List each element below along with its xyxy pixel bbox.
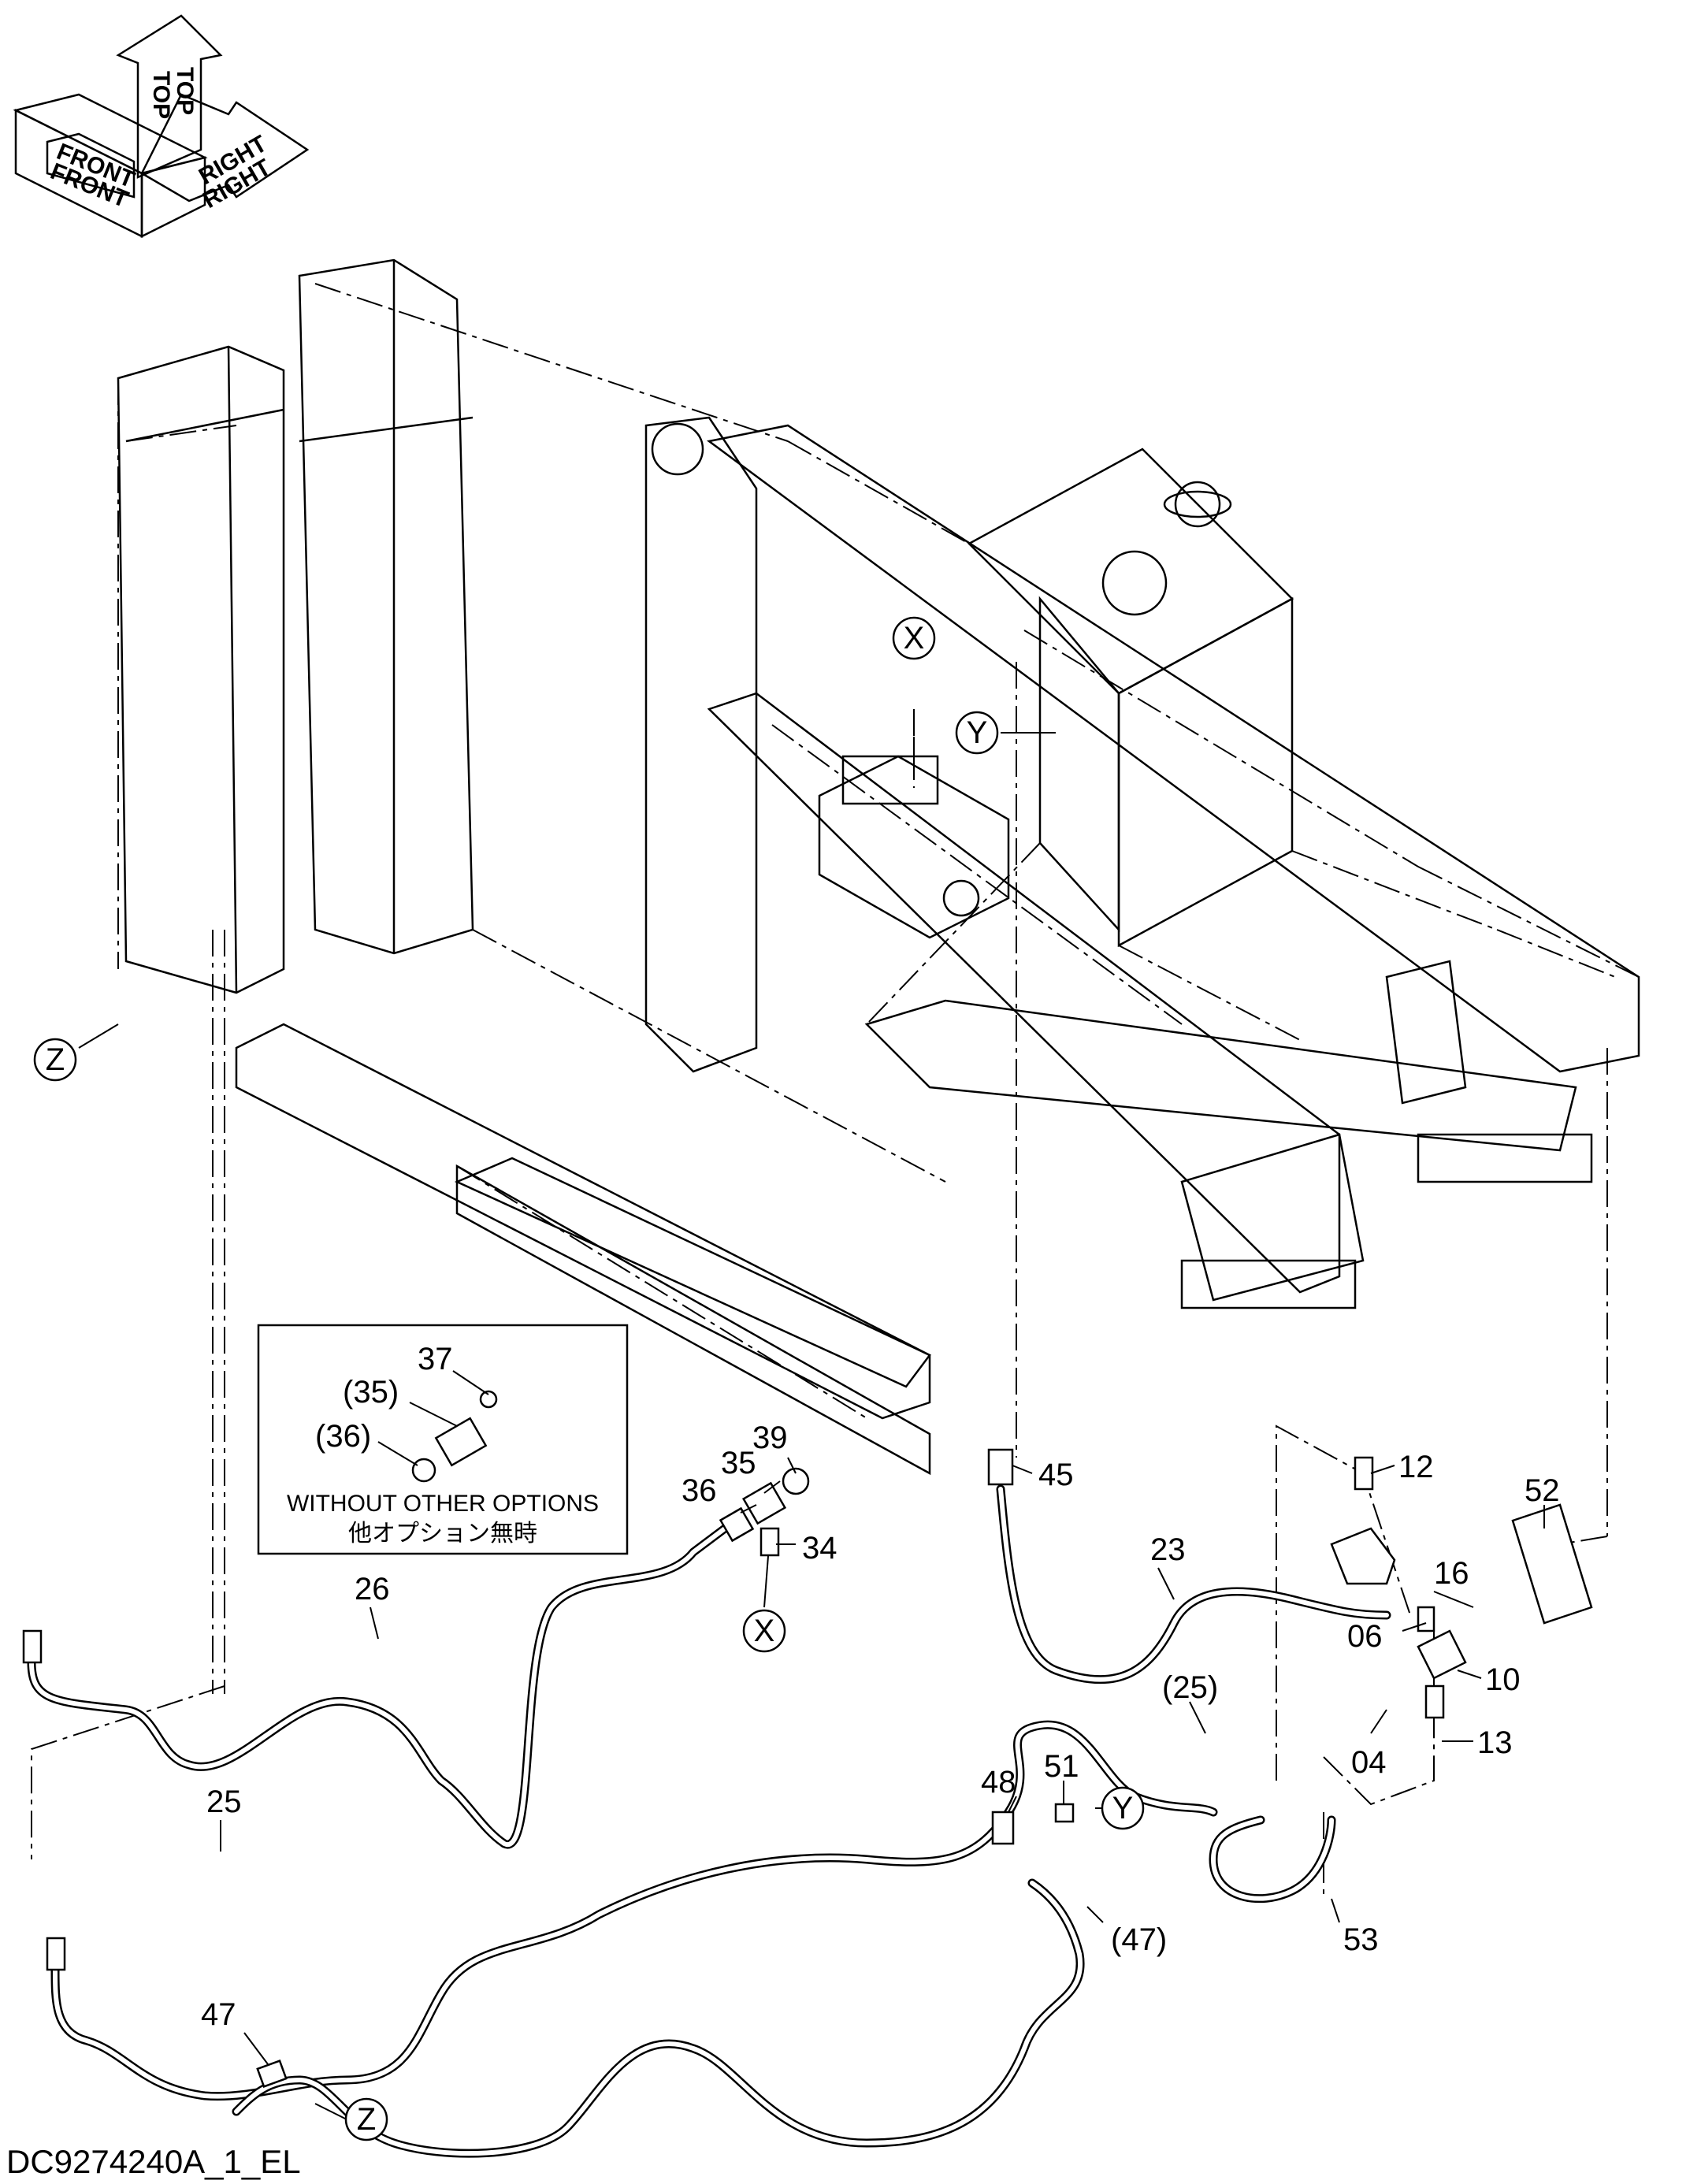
hoses — [27, 1484, 1391, 2158]
callout-25: 25 — [206, 1785, 242, 1819]
valve-part — [1330, 1527, 1396, 1585]
marker-y-bottom: Y — [1112, 1791, 1134, 1826]
adapter-part-35 — [741, 1481, 787, 1525]
union-part-34 — [760, 1527, 780, 1557]
callout-53: 53 — [1343, 1922, 1379, 1957]
callout-52: 52 — [1525, 1473, 1560, 1508]
callout-47: 47 — [201, 1997, 236, 2032]
cap-part-39 — [782, 1467, 810, 1495]
fitting-part-12 — [1354, 1456, 1374, 1491]
inset-caption-en: WITHOUT OTHER OPTIONS — [287, 1491, 599, 1517]
callout-26: 26 — [355, 1572, 390, 1606]
reference-markers: X Y Z X Y Z — [33, 616, 1145, 2141]
callout-leaders — [78, 732, 1545, 2120]
callout-25-ref: (25) — [1162, 1670, 1218, 1705]
hose-end-fitting — [256, 2059, 288, 2089]
callout-12: 12 — [1398, 1450, 1434, 1484]
marker-x-bottom: X — [754, 1614, 775, 1648]
callout-35: 35 — [721, 1446, 756, 1480]
fittings — [22, 1448, 1593, 2089]
inset-adapter — [434, 1417, 488, 1467]
hose-end-fitting — [22, 1629, 43, 1664]
inset-callout-35: (35) — [343, 1375, 399, 1410]
orientation-icon: FRONT FRONT TOP TOP RIGHT RIGHT — [13, 14, 310, 239]
upper-frame-drawing — [117, 258, 1640, 1476]
callout-16: 16 — [1434, 1556, 1469, 1591]
marker-z-bottom: Z — [357, 2102, 376, 2137]
marker-y-top: Y — [967, 715, 988, 750]
callout-34: 34 — [802, 1531, 838, 1566]
callout-36: 36 — [682, 1473, 717, 1508]
inset-callout-37: 37 — [418, 1342, 453, 1376]
bracket-part-52 — [1511, 1503, 1593, 1625]
drawing-code: DC9274240A_1_EL — [6, 2143, 301, 2180]
top-label: TOP — [148, 71, 174, 119]
callout-10: 10 — [1485, 1662, 1521, 1697]
callout-06: 06 — [1347, 1619, 1383, 1654]
elbow-part-45 — [987, 1448, 1014, 1486]
callout-labels: 12 52 23 16 06 10 04 13 (25) 26 25 36 35… — [201, 1421, 1560, 2032]
switch-part-10 — [1417, 1629, 1467, 1680]
nut-part-51 — [1054, 1803, 1075, 1823]
sensor-part-13 — [1424, 1684, 1445, 1719]
callout-23: 23 — [1150, 1532, 1186, 1567]
inset-nut — [411, 1458, 436, 1483]
hose-end-fitting — [719, 1506, 755, 1543]
callout-47-ref: (47) — [1111, 1922, 1167, 1957]
inset-caption-ja: 他オプション無時 — [348, 1521, 537, 1547]
callout-04: 04 — [1351, 1745, 1387, 1780]
callout-51: 51 — [1044, 1749, 1079, 1784]
callout-13: 13 — [1477, 1725, 1513, 1760]
fitting-part-48 — [991, 1811, 1015, 1845]
fitting-part-06 — [1417, 1606, 1435, 1632]
inset-box: 37 (35) (36) WITHOUT OTHER OPTIONS 他オプショ… — [257, 1324, 629, 1555]
callout-48: 48 — [981, 1765, 1016, 1800]
inset-callout-36: (36) — [315, 1419, 371, 1454]
marker-x-top: X — [904, 621, 925, 656]
callout-39: 39 — [752, 1421, 788, 1455]
callout-45: 45 — [1038, 1458, 1074, 1492]
marker-z-left: Z — [46, 1042, 65, 1077]
top-label-2: TOP — [172, 67, 198, 115]
hose-end-fitting — [46, 1937, 66, 1971]
inset-cap — [479, 1390, 498, 1409]
